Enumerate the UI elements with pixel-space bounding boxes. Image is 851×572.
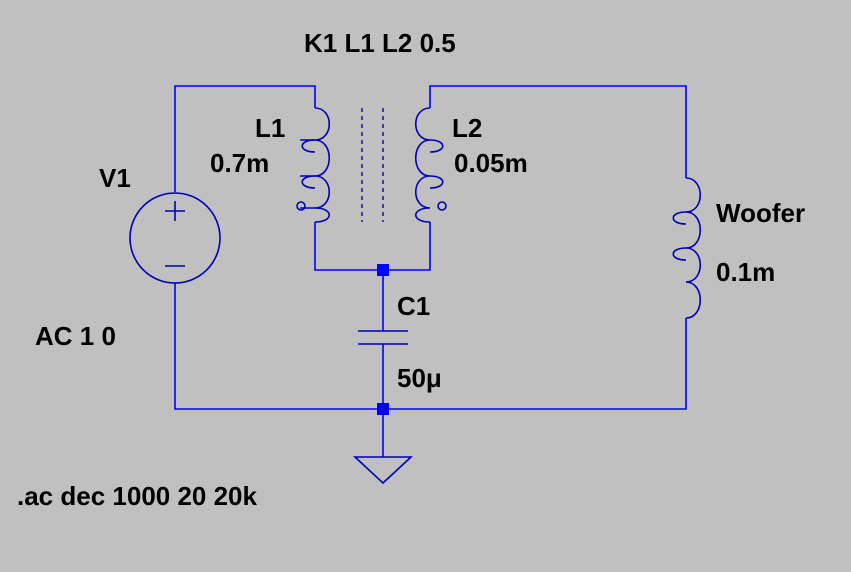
wire-left-bottom[interactable] [174, 283, 687, 410]
capacitor-c1[interactable] [358, 330, 408, 345]
ac-sim-directive[interactable]: .ac dec 1000 20 20k [17, 481, 257, 511]
source-value-label[interactable]: AC 1 0 [35, 321, 116, 351]
c1-name-label[interactable]: C1 [397, 291, 431, 321]
inductor-woofer[interactable] [672, 177, 701, 319]
l2-value-label[interactable]: 0.05m [454, 148, 528, 178]
inductor-l1[interactable] [296, 107, 331, 223]
wire-top-right[interactable] [429, 85, 687, 178]
inductor-l2[interactable] [414, 107, 447, 223]
l2-name-label[interactable]: L2 [452, 113, 483, 143]
l1-name-label[interactable]: L1 [255, 113, 286, 143]
junction-node-bottom[interactable] [377, 403, 389, 415]
c1-value-label[interactable]: 50μ [397, 363, 442, 393]
transformer-core [361, 108, 384, 222]
coupling-directive[interactable]: K1 L1 L2 0.5 [304, 28, 456, 58]
wire-top-left[interactable] [174, 85, 316, 192]
voltage-source-v1[interactable] [129, 192, 221, 284]
woofer-name-label[interactable]: Woofer [716, 198, 806, 228]
junction-node-top[interactable] [377, 264, 389, 276]
l1-value-label[interactable]: 0.7m [210, 148, 270, 178]
wires [174, 85, 687, 457]
wire-l1-bottom[interactable] [314, 222, 431, 271]
woofer-value-label[interactable]: 0.1m [716, 257, 776, 287]
source-name-label[interactable]: V1 [99, 163, 131, 193]
ground-symbol[interactable] [352, 456, 414, 485]
